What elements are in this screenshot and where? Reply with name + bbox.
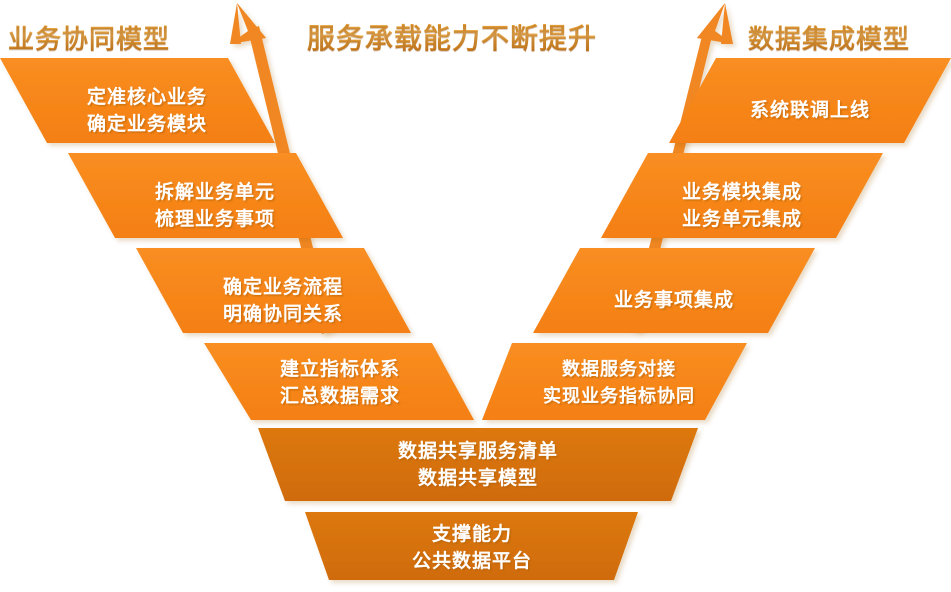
left-band-3[interactable]: 确定业务流程 明确协同关系 <box>136 248 411 333</box>
left-band-1-line1: 定准核心业务 <box>87 85 207 108</box>
left-band-4-line2: 汇总数据需求 <box>280 384 400 407</box>
right-arm-bands: 系统联调上线 业务模块集成 业务单元集成 业务事项集成 数据服务对接 实现业务指… <box>482 58 951 420</box>
base-layer-2[interactable]: 支撑能力 公共数据平台 <box>305 512 638 580</box>
base-layer-1[interactable]: 数据共享服务清单 数据共享模型 <box>258 428 698 501</box>
right-band-1-line1: 系统联调上线 <box>750 98 870 121</box>
title-right: 数据集成模型 <box>748 19 910 56</box>
left-band-2[interactable]: 拆解业务单元 梳理业务事项 <box>68 153 343 238</box>
left-band-1[interactable]: 定准核心业务 确定业务模块 <box>0 58 275 143</box>
right-band-2[interactable]: 业务模块集成 业务单元集成 <box>601 153 883 238</box>
title-left: 业务协同模型 <box>8 19 170 56</box>
base-layers: 数据共享服务清单 数据共享模型 支撑能力 公共数据平台 <box>258 428 698 580</box>
left-band-4-line1: 建立指标体系 <box>280 357 400 380</box>
left-band-4[interactable]: 建立指标体系 汇总数据需求 <box>204 343 474 420</box>
right-band-4-line1: 数据服务对接 <box>562 358 676 379</box>
left-band-3-line1: 确定业务流程 <box>223 275 343 298</box>
base-layer-1-line2: 数据共享模型 <box>418 466 538 489</box>
left-band-2-line2: 梳理业务事项 <box>155 207 275 230</box>
right-band-2-line1: 业务模块集成 <box>682 180 802 203</box>
right-band-3-line1: 业务事项集成 <box>614 288 734 311</box>
base-layer-2-line1: 支撑能力 <box>431 522 512 545</box>
right-band-4-line2: 实现业务指标协同 <box>543 385 695 406</box>
base-layer-1-line1: 数据共享服务清单 <box>398 439 558 462</box>
left-band-2-line1: 拆解业务单元 <box>155 180 275 203</box>
left-band-1-line2: 确定业务模块 <box>87 112 207 135</box>
right-band-2-line2: 业务单元集成 <box>682 207 802 230</box>
left-band-3-line2: 明确协同关系 <box>223 302 343 325</box>
left-arm-bands: 定准核心业务 确定业务模块 拆解业务单元 梳理业务事项 确定业务流程 明确协同关… <box>0 58 474 420</box>
base-layer-2-line2: 公共数据平台 <box>412 549 532 572</box>
title-center: 服务承载能力不断提升 <box>307 17 597 57</box>
right-band-1[interactable]: 系统联调上线 <box>669 58 951 143</box>
right-band-3[interactable]: 业务事项集成 <box>533 248 815 333</box>
right-band-4[interactable]: 数据服务对接 实现业务指标协同 <box>482 343 747 420</box>
